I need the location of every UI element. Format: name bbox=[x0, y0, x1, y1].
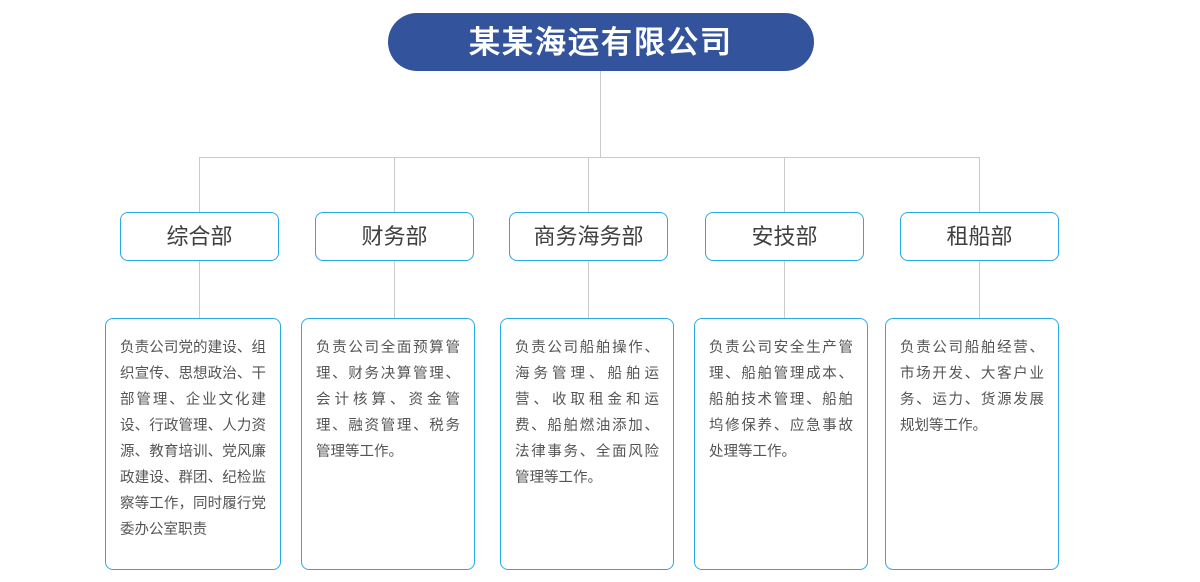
connector-drop-line bbox=[394, 157, 395, 212]
department-description-box-3: 负责公司船舶操作、海务管理、船舶运营、收取租金和运费、船舶燃油添加、法律事务、全… bbox=[500, 318, 674, 570]
connector-mid-line bbox=[199, 261, 200, 318]
department-name-label: 综合部 bbox=[166, 223, 233, 249]
department-description-box-1: 负责公司党的建设、组织宣传、思想政治、干部管理、企业文化建设、行政管理、人力资源… bbox=[105, 318, 281, 570]
connector-drop-line bbox=[784, 157, 785, 212]
connector-horizontal-bus bbox=[199, 157, 979, 158]
department-node-zonghebu[interactable]: 综合部 bbox=[120, 212, 279, 261]
company-title: 某某海运有限公司 bbox=[469, 24, 733, 60]
department-description-box-4: 负责公司安全生产管理、船舶管理成本、船舶技术管理、船舶坞修保养、应急事故处理等工… bbox=[694, 318, 868, 570]
department-name-label: 商务海务部 bbox=[533, 223, 644, 249]
department-name-label: 租船部 bbox=[946, 223, 1013, 249]
connector-drop-line bbox=[979, 157, 980, 212]
department-name-label: 安技部 bbox=[751, 223, 818, 249]
connector-mid-line bbox=[979, 261, 980, 318]
connector-mid-line bbox=[394, 261, 395, 318]
connector-mid-line bbox=[784, 261, 785, 318]
connector-mid-line bbox=[588, 261, 589, 318]
department-node-caiwubu[interactable]: 财务部 bbox=[315, 212, 474, 261]
connector-drop-line bbox=[588, 157, 589, 212]
department-description-text: 负责公司船舶操作、海务管理、船舶运营、收取租金和运费、船舶燃油添加、法律事务、全… bbox=[515, 340, 659, 486]
root-node-company[interactable]: 某某海运有限公司 bbox=[388, 13, 814, 71]
department-description-text: 负责公司船舶经营、市场开发、大客户业务、运力、货源发展规划等工作。 bbox=[900, 340, 1044, 434]
department-name-label: 财务部 bbox=[361, 223, 428, 249]
department-node-zuchuanbu[interactable]: 租船部 bbox=[900, 212, 1059, 261]
connector-trunk-vertical bbox=[600, 71, 601, 157]
department-node-anjibu[interactable]: 安技部 bbox=[705, 212, 864, 261]
department-description-text: 负责公司全面预算管理、财务决算管理、会计核算、资金管理、融资管理、税务管理等工作… bbox=[316, 340, 460, 460]
department-description-text: 负责公司安全生产管理、船舶管理成本、船舶技术管理、船舶坞修保养、应急事故处理等工… bbox=[709, 340, 853, 460]
department-node-shangwuhaiwubu[interactable]: 商务海务部 bbox=[509, 212, 668, 261]
department-description-text: 负责公司党的建设、组织宣传、思想政治、干部管理、企业文化建设、行政管理、人力资源… bbox=[120, 340, 266, 538]
department-description-box-5: 负责公司船舶经营、市场开发、大客户业务、运力、货源发展规划等工作。 bbox=[885, 318, 1059, 570]
department-description-box-2: 负责公司全面预算管理、财务决算管理、会计核算、资金管理、融资管理、税务管理等工作… bbox=[301, 318, 475, 570]
connector-drop-line bbox=[199, 157, 200, 212]
